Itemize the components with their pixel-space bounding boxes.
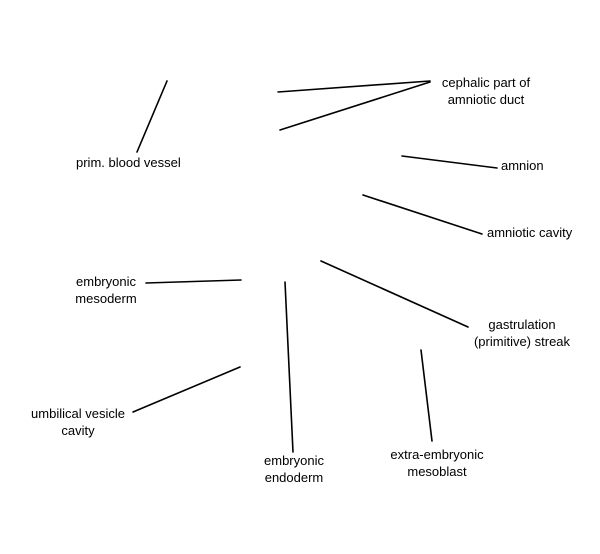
label-embryonic-endoderm-line1: embryonic [264,453,324,468]
leader-embryonic-endoderm [284,281,294,453]
leader-prim-blood-vessel [136,80,168,153]
label-embryonic-mesoderm-line1: embryonic [76,274,136,289]
label-cephalic-part-amniotic-duct: cephalic part of amniotic duct [442,74,530,108]
label-cephalic-line2: amniotic duct [447,92,525,107]
label-amniotic-cavity: amniotic cavity [487,224,572,241]
label-gastrulation-line1: gastrulation [488,317,556,332]
label-gastrulation-streak: gastrulation (primitive) streak [474,316,570,350]
leader-amniotic-cavity [362,194,483,235]
leader-amnion [401,155,498,169]
label-cephalic-line1: cephalic part of [441,75,531,90]
leader-extra-embryonic [420,349,433,442]
label-extra-embryonic-mesoblast: extra-embryonic mesoblast [390,446,483,480]
label-umbilical-line2: cavity [61,423,95,438]
label-extra-embryonic-line2: mesoblast [407,464,467,479]
label-gastrulation-line2: (primitive) streak [473,334,571,349]
leader-umbilical-vesicle [132,366,241,413]
label-extra-embryonic-line1: extra-embryonic [390,447,484,462]
label-embryonic-mesoderm: embryonic mesoderm [75,273,136,307]
label-umbilical-vesicle-cavity: umbilical vesicle cavity [31,405,125,439]
label-amnion: amnion [501,157,544,174]
label-amnion-text: amnion [501,158,544,173]
label-umbilical-line1: umbilical vesicle [31,406,125,421]
leader-cephalic-upper [277,80,431,93]
leader-gastrulation [320,260,469,328]
leader-embryonic-mesoderm [145,279,242,284]
label-embryonic-mesoderm-line2: mesoderm [75,291,137,306]
label-prim-blood-vessel: prim. blood vessel [76,154,181,171]
label-embryonic-endoderm-line2: endoderm [264,470,324,485]
label-amniotic-cavity-text: amniotic cavity [487,225,573,240]
label-embryonic-endoderm: embryonic endoderm [264,452,324,486]
label-prim-blood-vessel-text: prim. blood vessel [76,155,181,170]
leader-cephalic-lower [279,81,431,131]
